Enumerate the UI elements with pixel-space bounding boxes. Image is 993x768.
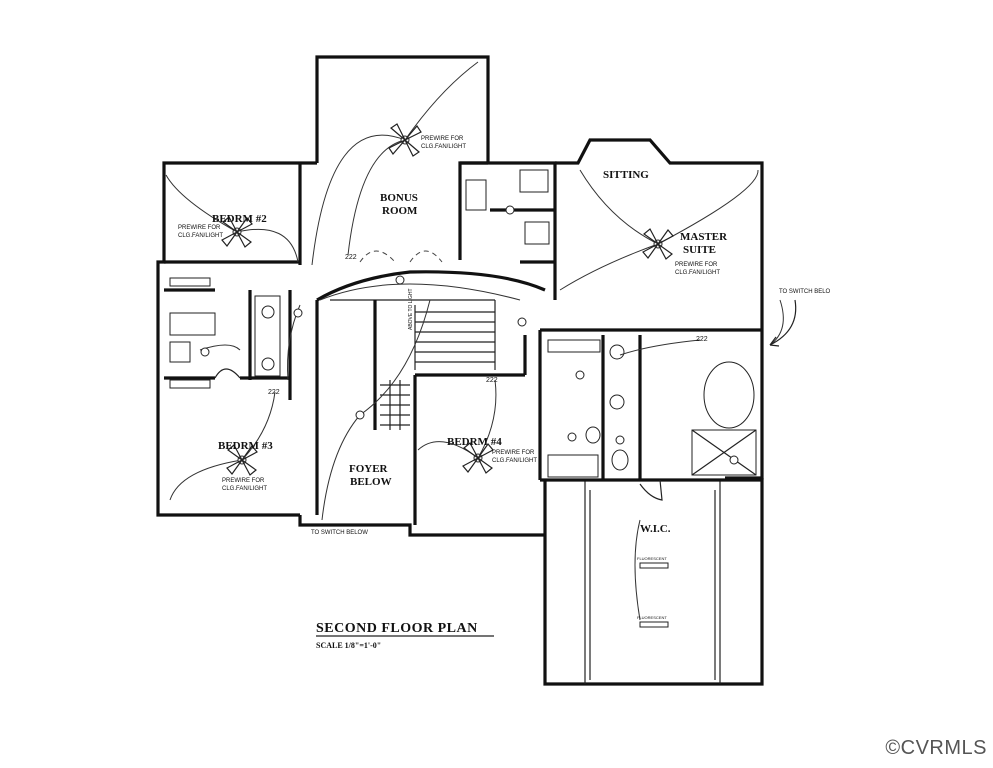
plan-title: SECOND FLOOR PLAN bbox=[316, 621, 478, 636]
switch-arrow-icon bbox=[769, 299, 797, 347]
prewire-note-bedrm4-2: CLG.FAN/LIGHT bbox=[492, 458, 537, 464]
prewire-note-bedrm3-1: PREWIRE FOR bbox=[222, 478, 265, 484]
wiring bbox=[165, 61, 784, 621]
outlet-marker: 222 bbox=[486, 377, 498, 384]
prewire-note-bonus-1: PREWIRE FOR bbox=[421, 136, 464, 142]
room-label-bedrm4: BEDRM #4 bbox=[447, 436, 502, 448]
prewire-note-bedrm4-1: PREWIRE FOR bbox=[492, 450, 535, 456]
prewire-note-master-1: PREWIRE FOR bbox=[675, 262, 718, 268]
room-label-master-2: SUITE bbox=[683, 244, 716, 256]
outlet-marker: 222 bbox=[268, 389, 280, 396]
prewire-note-master-2: CLG.FAN/LIGHT bbox=[675, 270, 720, 276]
watermark: ©CVRMLS bbox=[885, 737, 987, 759]
fluorescent-fixtures bbox=[639, 562, 669, 628]
room-label-sitting: SITTING bbox=[603, 169, 649, 181]
outlet-marker: 222 bbox=[696, 336, 708, 343]
room-label-bonus-1: BONUS bbox=[380, 192, 418, 204]
plan-scale: SCALE 1/8"=1'-0" bbox=[316, 641, 381, 650]
prewire-note-bedrm2-2: CLG.FAN/LIGHT bbox=[178, 233, 223, 239]
exterior-walls bbox=[156, 55, 764, 686]
light-fixture-icons bbox=[200, 205, 739, 465]
ceiling-fan-icon bbox=[388, 123, 422, 157]
prewire-note-bonus-2: CLG.FAN/LIGHT bbox=[421, 144, 466, 150]
room-label-foyer-2: BELOW bbox=[350, 476, 392, 488]
room-label-bonus-2: ROOM bbox=[382, 205, 418, 217]
ceiling-fan-icon bbox=[221, 216, 253, 248]
fixtures bbox=[169, 169, 757, 478]
room-label-master-1: MASTER bbox=[680, 231, 728, 243]
interior-walls bbox=[164, 163, 762, 525]
above-light-note: ABOVE TO LIGHT bbox=[408, 289, 414, 331]
fluorescent-label: FLUORESCENT bbox=[637, 615, 667, 620]
ceiling-fan-icon bbox=[462, 442, 494, 474]
outlet-marker: 222 bbox=[345, 254, 357, 261]
room-label-bedrm3: BEDRM #3 bbox=[218, 440, 273, 452]
prewire-note-bedrm3-2: CLG.FAN/LIGHT bbox=[222, 486, 267, 492]
room-label-wic: W.I.C. bbox=[640, 523, 671, 535]
ceiling-fan-icon bbox=[642, 228, 674, 260]
prewire-note-bedrm2-1: PREWIRE FOR bbox=[178, 225, 221, 231]
ceiling-fan-icon bbox=[226, 444, 258, 476]
fluorescent-label: FLUORESCENT bbox=[637, 556, 667, 561]
door-swings bbox=[214, 250, 663, 501]
switch-below-note: TO SWITCH BELOW bbox=[311, 530, 368, 536]
switch-belo-note: TO SWITCH BELO bbox=[779, 289, 831, 295]
room-label-foyer-1: FOYER bbox=[349, 463, 389, 475]
room-label-bedrm2: BEDRM #2 bbox=[212, 213, 267, 225]
stairs bbox=[380, 300, 496, 430]
